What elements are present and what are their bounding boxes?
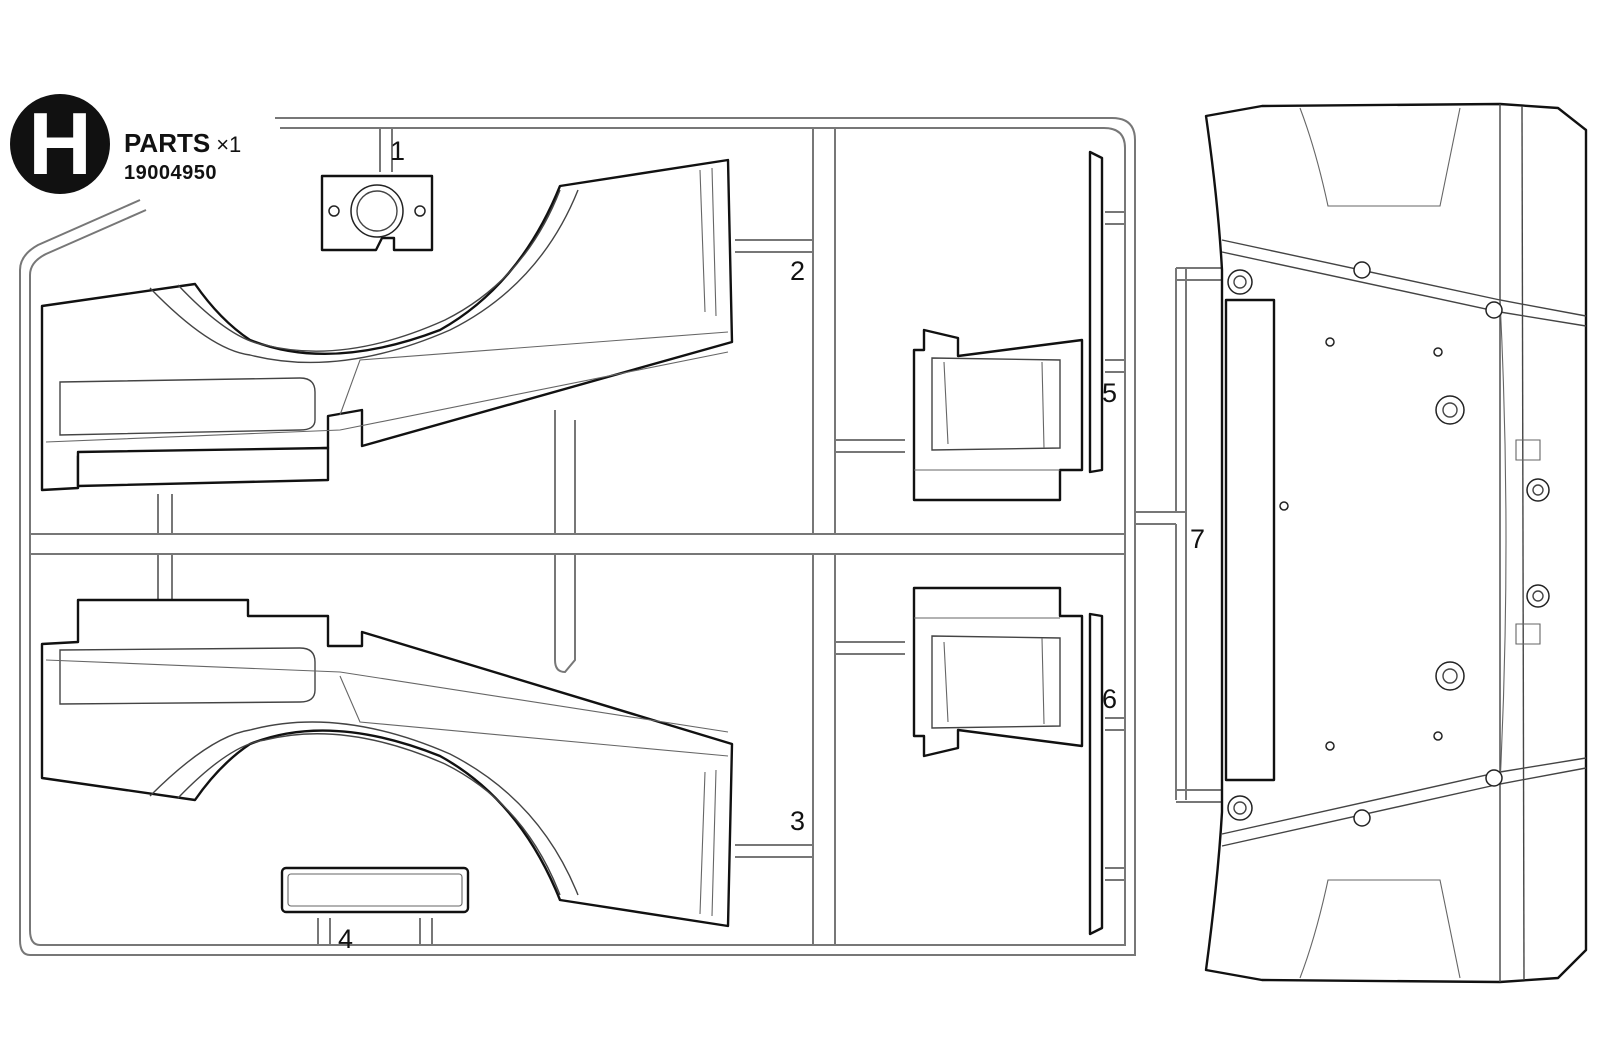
part-1-label: 1: [390, 136, 406, 166]
part-6-label: 6: [1102, 684, 1118, 714]
sheet-part-code: 19004950: [124, 162, 217, 184]
part-3-label: 3: [790, 806, 806, 836]
runner-frame: [19, 117, 1225, 956]
part-4-label: 4: [338, 924, 354, 954]
sheet-letter-badge: H: [10, 94, 110, 194]
part-7-holes: [1227, 261, 1550, 827]
part-2-label: 2: [790, 256, 806, 286]
part-7-label: 7: [1190, 524, 1206, 554]
part-5-label: 5: [1102, 378, 1118, 408]
sheet-title: PARTS×1: [124, 128, 241, 159]
sheet-quantity: ×1: [216, 132, 242, 157]
part-7-shape: [1204, 102, 1588, 984]
part-6-shape: [912, 586, 1104, 936]
part-1-shape: [320, 174, 434, 252]
part-4-shape: [280, 866, 470, 914]
part-5-shape: [912, 150, 1104, 502]
sheet-title-text: PARTS: [124, 128, 211, 158]
part-2-shape: [40, 158, 734, 492]
part-3-shape: [40, 598, 734, 928]
sheet-header: H PARTS×1 19004950: [8, 94, 288, 204]
